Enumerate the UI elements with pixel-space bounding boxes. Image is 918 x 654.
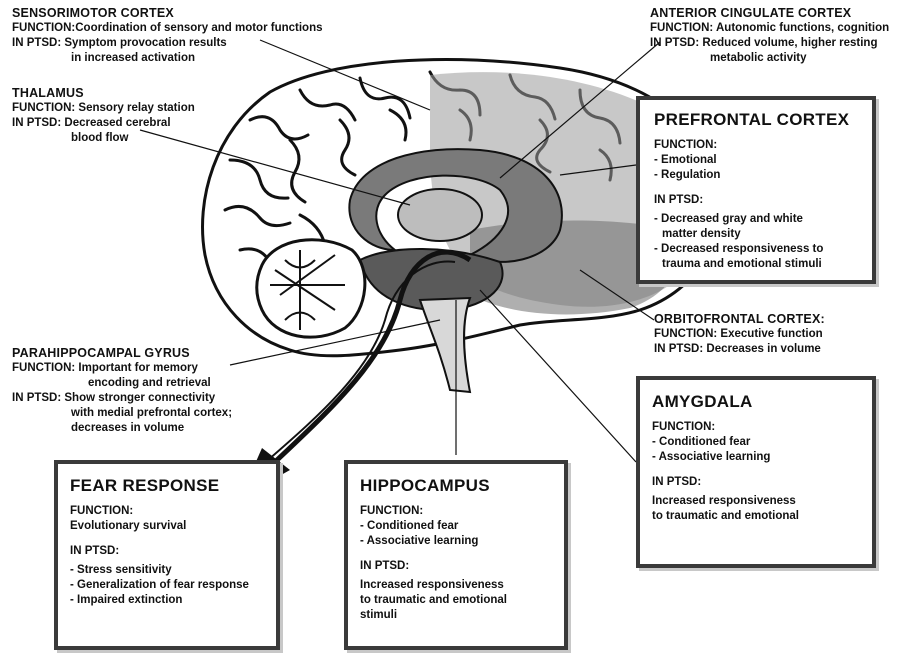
prefrontal-ptsd-label: IN PTSD: [654,193,858,208]
amygdala-function-label: FUNCTION: [652,420,860,435]
cerebellum [257,240,365,337]
parahippocampal-ptsd-2: with medial prefrontal cortex; [12,406,232,421]
thalamus-ptsd-1: IN PTSD: Decreased cerebral [12,116,195,131]
fear-ptsd-item: - Generalization of fear response [70,578,264,593]
fear-response-title: FEAR RESPONSE [70,476,264,496]
orbitofrontal-title: ORBITOFRONTAL CORTEX: [654,312,825,327]
acc-title: ANTERIOR CINGULATE CORTEX [650,6,889,21]
acc-function: FUNCTION: Autonomic functions, cognition [650,21,889,36]
hippocampus-function-item: - Associative learning [360,534,552,549]
amygdala-title: AMYGDALA [652,392,860,412]
parahippocampal-ptsd-1: IN PTSD: Show stronger connectivity [12,391,232,406]
amygdala-function-item: - Associative learning [652,450,860,465]
thalamus-label: THALAMUS FUNCTION: Sensory relay station… [12,86,195,146]
orbitofrontal-label: ORBITOFRONTAL CORTEX: FUNCTION: Executiv… [654,312,825,357]
parahippocampal-function-2: encoding and retrieval [12,376,232,391]
fear-ptsd-label: IN PTSD: [70,544,264,559]
hippocampus-ptsd-item: to traumatic and emotional [360,593,552,608]
fear-response-box: FEAR RESPONSE FUNCTION: Evolutionary sur… [54,460,280,650]
hippocampus-ptsd-label: IN PTSD: [360,559,552,574]
amygdala-ptsd-item: to traumatic and emotional [652,509,860,524]
hippocampus-box: HIPPOCAMPUS FUNCTION: - Conditioned fear… [344,460,568,650]
sensorimotor-function: FUNCTION:Coordination of sensory and mot… [12,21,323,36]
prefrontal-title: PREFRONTAL CORTEX [654,110,858,130]
fear-ptsd-item: - Stress sensitivity [70,563,264,578]
amygdala-box: AMYGDALA FUNCTION: - Conditioned fear - … [636,376,876,568]
acc-label: ANTERIOR CINGULATE CORTEX FUNCTION: Auto… [650,6,889,66]
sensorimotor-title: SENSORIMOTOR CORTEX [12,6,323,21]
orbitofrontal-function: FUNCTION: Executive function [654,327,825,342]
amygdala-ptsd-item: Increased responsiveness [652,494,860,509]
parahippocampal-label: PARAHIPPOCAMPAL GYRUS FUNCTION: Importan… [12,346,232,436]
thalamus-ptsd-2: blood flow [12,131,195,146]
prefrontal-ptsd-item: trauma and emotional stimuli [654,257,858,272]
thalamus-function: FUNCTION: Sensory relay station [12,101,195,116]
fear-ptsd-item: - Impaired extinction [70,593,264,608]
parahippocampal-ptsd-3: decreases in volume [12,421,232,436]
sensorimotor-ptsd-2: in increased activation [12,51,323,66]
acc-ptsd-1: IN PTSD: Reduced volume, higher resting [650,36,889,51]
amygdala-ptsd-label: IN PTSD: [652,475,860,490]
amygdala-function-item: - Conditioned fear [652,435,860,450]
hippocampus-function-item: - Conditioned fear [360,519,552,534]
prefrontal-function-item: - Regulation [654,168,858,183]
prefrontal-ptsd-item: - Decreased gray and white [654,212,858,227]
hippocampus-title: HIPPOCAMPUS [360,476,552,496]
prefrontal-box: PREFRONTAL CORTEX FUNCTION: - Emotional … [636,96,876,284]
acc-ptsd-2: metabolic activity [650,51,889,66]
orbitofrontal-ptsd: IN PTSD: Decreases in volume [654,342,825,357]
parahippocampal-title: PARAHIPPOCAMPAL GYRUS [12,346,232,361]
sensorimotor-ptsd-1: IN PTSD: Symptom provocation results [12,36,323,51]
prefrontal-ptsd-item: matter density [654,227,858,242]
thalamus-region [398,189,482,241]
hippocampus-ptsd-item: Increased responsiveness [360,578,552,593]
prefrontal-function-label: FUNCTION: [654,138,858,153]
hippocampus-ptsd-item: stimuli [360,608,552,623]
fear-function-label: FUNCTION: [70,504,264,519]
hippocampus-function-label: FUNCTION: [360,504,552,519]
prefrontal-function-item: - Emotional [654,153,858,168]
thalamus-title: THALAMUS [12,86,195,101]
parahippocampal-function-1: FUNCTION: Important for memory [12,361,232,376]
prefrontal-ptsd-item: - Decreased responsiveness to [654,242,858,257]
sensorimotor-label: SENSORIMOTOR CORTEX FUNCTION:Coordinatio… [12,6,323,66]
fear-function-item: Evolutionary survival [70,519,264,534]
